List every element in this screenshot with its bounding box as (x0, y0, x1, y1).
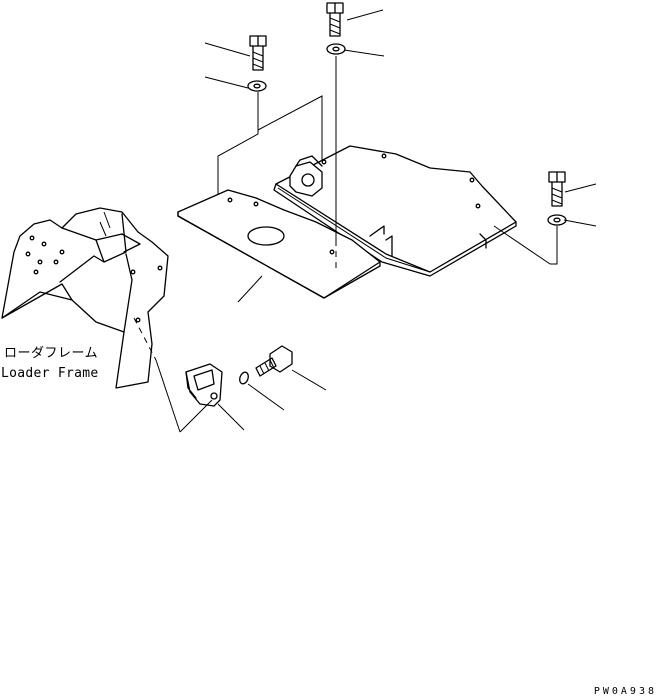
loader-frame-label-english: Loader Frame (1, 366, 99, 381)
loader-frame (1, 207, 169, 389)
hex-bolt-top-right (326, 2, 344, 37)
hex-bolt-top-left (249, 35, 267, 71)
leader-lines (204, 9, 597, 431)
loader-frame-label-japanese: ローダフレーム (4, 346, 99, 361)
washer-lower (239, 371, 249, 385)
washer-top-left (247, 80, 267, 92)
hex-bolt-right (548, 171, 566, 207)
hex-bolt-lower (255, 345, 293, 377)
washer-top-right (326, 43, 346, 55)
mount-bracket-block (289, 155, 327, 197)
assembly-lines (133, 56, 558, 433)
drawing-code: PW0A938 (593, 686, 657, 697)
left-cover-plate (177, 189, 381, 299)
lower-bracket (185, 363, 223, 407)
washer-right (547, 214, 567, 226)
